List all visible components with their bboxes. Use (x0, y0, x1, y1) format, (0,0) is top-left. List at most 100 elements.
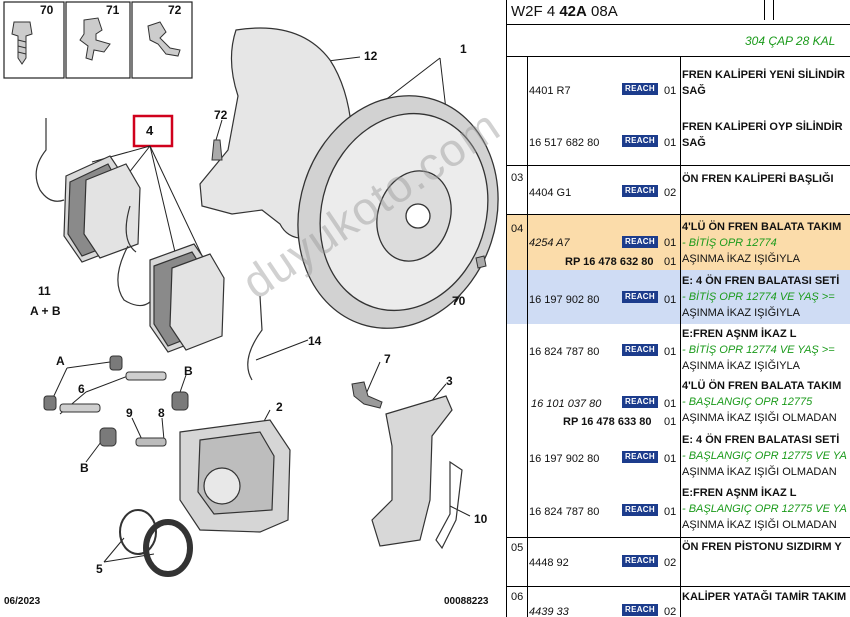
part-qty-rp: 01 (664, 416, 677, 428)
group-number: 04 (511, 223, 524, 235)
part-ref[interactable]: 4401 R7 (529, 85, 571, 97)
part-ref[interactable]: 4404 G1 (529, 187, 572, 199)
part-row[interactable]: 4448 92 REACH 02 ÖN FREN PİSTONU SIZDIRM… (507, 538, 850, 586)
spring-clip (435, 460, 463, 550)
part-ref[interactable]: 4254 A7 (529, 237, 570, 249)
part-note: - BAŞLANGIÇ OPR 12775 (682, 396, 813, 408)
group-block-05: 05 4448 92 REACH 02 ÖN FREN PİSTONU SIZD… (507, 538, 850, 587)
group-number: 06 (511, 591, 524, 603)
label-b-top: B (184, 364, 193, 378)
part-row[interactable]: 4439 33 REACH 02 KALİPER YATAĞI TAMİR TA… (507, 587, 850, 617)
label-3: 3 (446, 374, 453, 388)
diagram-drawing (3, 1, 499, 577)
part-desc: FREN KALİPERİ OYP SİLİNDİR (682, 121, 843, 133)
part-qty: 01 (664, 137, 677, 149)
part-desc: KALİPER YATAĞI TAMİR TAKIM (682, 591, 847, 603)
part-desc: ÖN FREN KALİPERİ BAŞLIĞI (682, 173, 834, 185)
part-note-sub: AŞINMA İKAZ IŞIĞI OLMADAN (682, 519, 837, 531)
part-note-sub: AŞINMA İKAZ IŞIĞI OLMADAN (682, 412, 837, 424)
part-qty-rp: 01 (664, 256, 677, 268)
callout-box-4 (132, 114, 174, 148)
part-ref[interactable]: 16 824 787 80 (529, 506, 600, 518)
part-ref[interactable]: 16 197 902 80 (529, 453, 600, 465)
part-qty: 01 (664, 294, 677, 306)
label-10: 10 (474, 512, 488, 526)
part-desc: E: 4 ÖN FREN BALATASI SETİ (682, 434, 840, 446)
part-desc: 4'LÜ ÖN FREN BALATA TAKIM (682, 380, 842, 392)
brake-disc (297, 95, 499, 329)
part-desc: E:FREN AŞNM İKAZ L (682, 328, 797, 340)
reach-badge: REACH (622, 83, 658, 95)
part-desc: 4'LÜ ÖN FREN BALATA TAKIM (682, 221, 842, 233)
group-number: 05 (511, 542, 524, 554)
part-row-highlighted[interactable]: 16 197 902 80 REACH 01 E: 4 ÖN FREN BALA… (507, 270, 850, 324)
label-70-disc: 70 (452, 294, 466, 308)
part-qty: 01 (664, 398, 677, 410)
label-a-plus-b: A + B (30, 304, 61, 318)
part-row-selected[interactable]: 4254 A7 RP 16 478 632 80 REACH 01 01 4'L… (507, 215, 850, 270)
part-desc-side: SAĞ (682, 137, 706, 149)
part-row[interactable]: 4404 G1 REACH 02 ÖN FREN KALİPERİ BAŞLIĞ… (507, 166, 850, 214)
label-11: 11 (38, 284, 51, 298)
piston-seals (119, 509, 193, 577)
part-desc: E:FREN AŞNM İKAZ L (682, 487, 797, 499)
part-row[interactable]: 4401 R7 REACH 01 FREN KALİPERİ YENİ SİLİ… (507, 57, 850, 111)
part-note-sub: AŞINMA İKAZ IŞIĞIYLA (682, 307, 800, 319)
part-ref[interactable]: 4439 33 (529, 606, 569, 617)
group-number: 03 (511, 172, 524, 184)
reach-badge: REACH (622, 344, 658, 356)
part-ref[interactable]: 4448 92 (529, 557, 569, 569)
reach-badge: REACH (622, 185, 658, 197)
part-ref-rp[interactable]: RP 16 478 633 80 (563, 416, 652, 428)
label-1: 1 (460, 42, 467, 56)
reach-badge: REACH (622, 135, 658, 147)
part-qty: 01 (664, 506, 677, 518)
label-72: 72 (214, 108, 228, 122)
part-qty: 02 (664, 187, 677, 199)
label-7: 7 (384, 352, 391, 366)
wear-sensor-wires (35, 118, 263, 381)
bolt-72-small (211, 139, 223, 161)
bolt-70-small (475, 255, 487, 269)
part-ref[interactable]: 16 824 787 80 (529, 346, 600, 358)
part-qty: 01 (664, 85, 677, 97)
label-12: 12 (364, 49, 378, 63)
diagram-code: 00088223 (444, 596, 489, 607)
part-ref-rp[interactable]: RP 16 478 632 80 (565, 256, 654, 268)
fastener-boxes (3, 1, 193, 79)
part-note: - BİTİŞ OPR 12774 (682, 237, 777, 249)
part-row[interactable]: 16 101 037 80 RP 16 478 633 80 REACH 01 … (507, 376, 850, 431)
part-qty: 01 (664, 453, 677, 465)
reach-badge: REACH (622, 555, 658, 567)
parts-diagram: 70 71 72 4 12 1 72 11 A + B 70 14 A 6 B … (3, 1, 509, 607)
label-4: 4 (146, 123, 154, 138)
part-row[interactable]: 16 197 902 80 REACH 01 E: 4 ÖN FREN BALA… (507, 431, 850, 484)
highlight-blue (507, 270, 850, 324)
reach-badge: REACH (622, 451, 658, 463)
part-ref[interactable]: 16 517 682 80 (529, 137, 600, 149)
part-row[interactable]: 16 517 682 80 REACH 01 FREN KALİPERİ OYP… (507, 111, 850, 165)
reach-badge: REACH (622, 504, 658, 516)
part-note: - BAŞLANGIÇ OPR 12775 VE YA (682, 450, 847, 462)
part-note-sub: AŞINMA İKAZ IŞIĞIYLA (682, 253, 800, 265)
part-note: - BAŞLANGIÇ OPR 12775 VE YA (682, 503, 847, 515)
part-ref[interactable]: 16 101 037 80 (531, 398, 602, 410)
panel-subheader: 304 ÇAP 28 KAL (507, 24, 850, 57)
group-block-caliper: 4401 R7 REACH 01 FREN KALİPERİ YENİ SİLİ… (507, 57, 850, 166)
part-row[interactable]: 16 824 787 80 REACH 01 E:FREN AŞNM İKAZ … (507, 484, 850, 537)
part-row[interactable]: 16 824 787 80 REACH 01 E:FREN AŞNM İKAZ … (507, 324, 850, 376)
part-desc: E: 4 ÖN FREN BALATASI SETİ (682, 275, 840, 287)
label-5: 5 (96, 562, 103, 576)
part-qty: 01 (664, 237, 677, 249)
group-block-04: 04 4254 A7 RP 16 478 632 80 REACH 01 01 … (507, 215, 850, 538)
bolt-72 (147, 21, 181, 57)
highlight-orange (507, 215, 850, 270)
part-ref[interactable]: 16 197 902 80 (529, 294, 600, 306)
header-divider (764, 0, 774, 20)
reach-badge: REACH (622, 604, 658, 616)
label-8: 8 (158, 406, 165, 420)
parts-list-panel: W2F 4 42A 08A 304 ÇAP 28 KAL 4401 R7 REA… (506, 0, 850, 617)
part-qty: 02 (664, 606, 677, 617)
label-71: 71 (106, 3, 120, 17)
part-note: - BİTİŞ OPR 12774 VE YAŞ >= (682, 344, 835, 356)
